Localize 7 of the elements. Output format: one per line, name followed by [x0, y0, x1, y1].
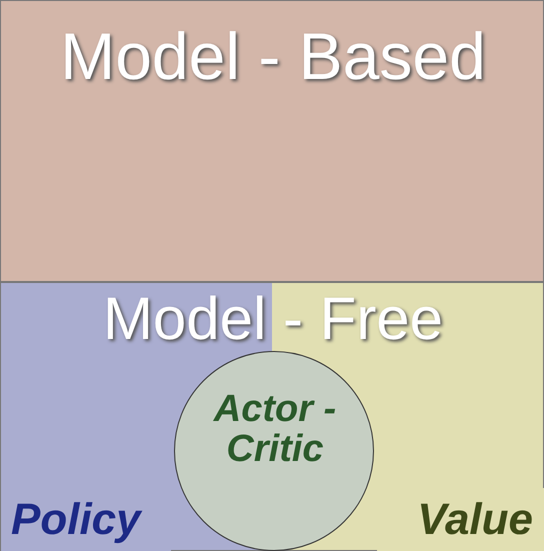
section-panel — [0, 282, 544, 551]
region-label: Policy — [11, 498, 141, 542]
section-title: Model - Based — [59, 23, 487, 89]
section-panel — [0, 0, 544, 282]
circle-label: Actor - Critic — [212, 390, 338, 470]
section-title: Model - Free — [102, 289, 444, 349]
region-label: Value — [416, 498, 533, 542]
